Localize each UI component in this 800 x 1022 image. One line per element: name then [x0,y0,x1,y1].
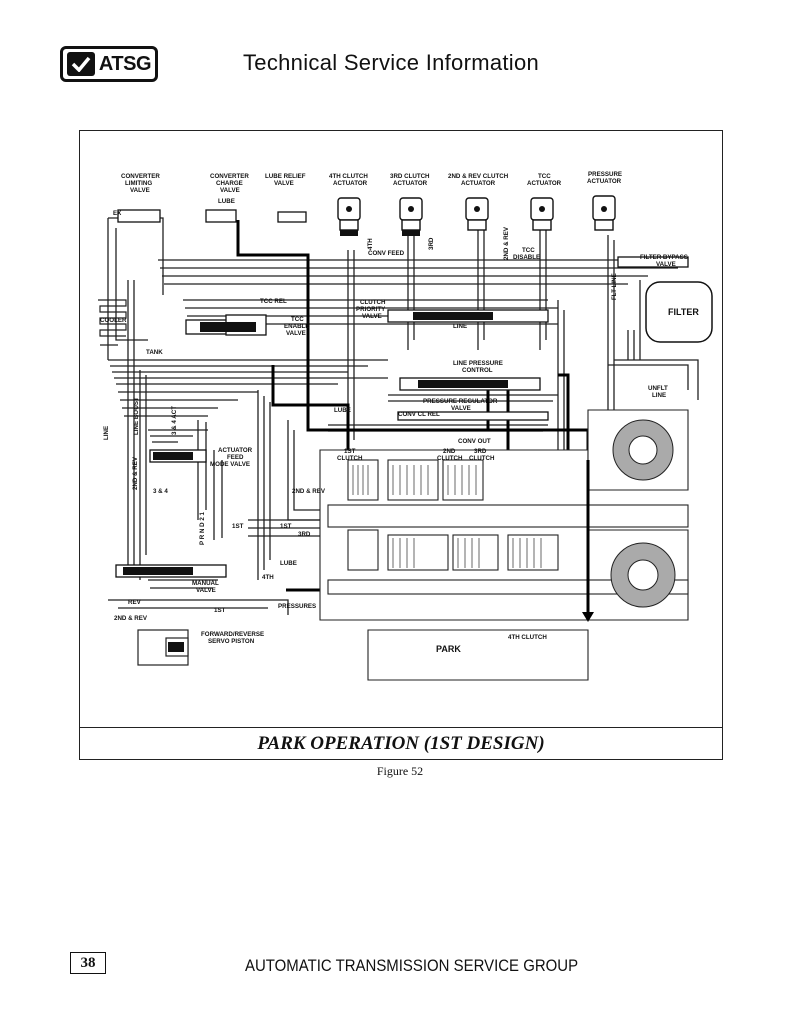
label-lube-low: LUBE [280,560,297,567]
label-3-4-act: 3 & 4 ACT [171,406,178,435]
figure-caption-bar: PARK OPERATION (1ST DESIGN) [79,727,723,760]
label-park: PARK [436,644,461,654]
label-2nd-rev-servo: 2ND & REV [114,615,148,622]
label-2nd-rev-mid: 2ND & REV [292,488,326,495]
label-4th-low: 4TH [262,574,274,581]
figure-caption: PARK OPERATION (1ST DESIGN) [257,733,545,754]
page-header-title: Technical Service Information [243,50,540,75]
label-3rd-vertical: 3RD [428,237,435,250]
label-tank: TANK [146,349,163,356]
footer-org: AUTOMATIC TRANSMISSION SERVICE GROUP [245,956,579,975]
label-line-upper: LINE [453,323,467,330]
figure-number: Figure 52 [376,764,424,778]
label-conv-out: CONV OUT [458,438,491,445]
label-2nd-rev-left: 2ND & REV [132,456,139,490]
label-1st-mid: 1ST [232,523,244,530]
label-1st-low: 1ST [214,607,226,614]
label-ex: EX [113,210,122,217]
label-conv-cl-rel: CONV CL REL [398,411,440,418]
checkmark-icon [67,52,95,76]
label-pressures: PRESSURES [278,603,316,610]
atsg-logo: ATSG [60,46,158,82]
label-3-and-4: 3 & 4 [153,488,168,495]
label-3rd-right: 3RD [298,531,311,538]
label-line-boost: LINE BOOST [133,397,140,435]
label-4th-clutch: 4TH CLUTCH [508,634,547,641]
label-filter: FILTER [668,307,699,317]
label-flt-line: FLT LINE [611,273,618,300]
figure-frame [79,130,723,760]
page-number: 38 [70,952,106,974]
label-1st-right: 1ST [280,523,292,530]
label-lube-mid: LUBE [334,407,351,414]
logo-text: ATSG [98,52,152,75]
label-line-vertical: LINE [103,426,110,440]
label-2nd-rev-vertical: 2ND & REV [503,226,510,260]
label-cooler: COOLER [100,317,127,324]
label-conv-feed: CONV FEED [368,250,405,257]
label-lube-top: LUBE [218,198,235,205]
label-4th-vertical: 4TH [367,238,374,250]
label-prndl: P R N D 2 1 [199,511,206,545]
label-rev: REV [128,599,142,606]
label-tcc-rel: TCC REL [260,298,287,305]
